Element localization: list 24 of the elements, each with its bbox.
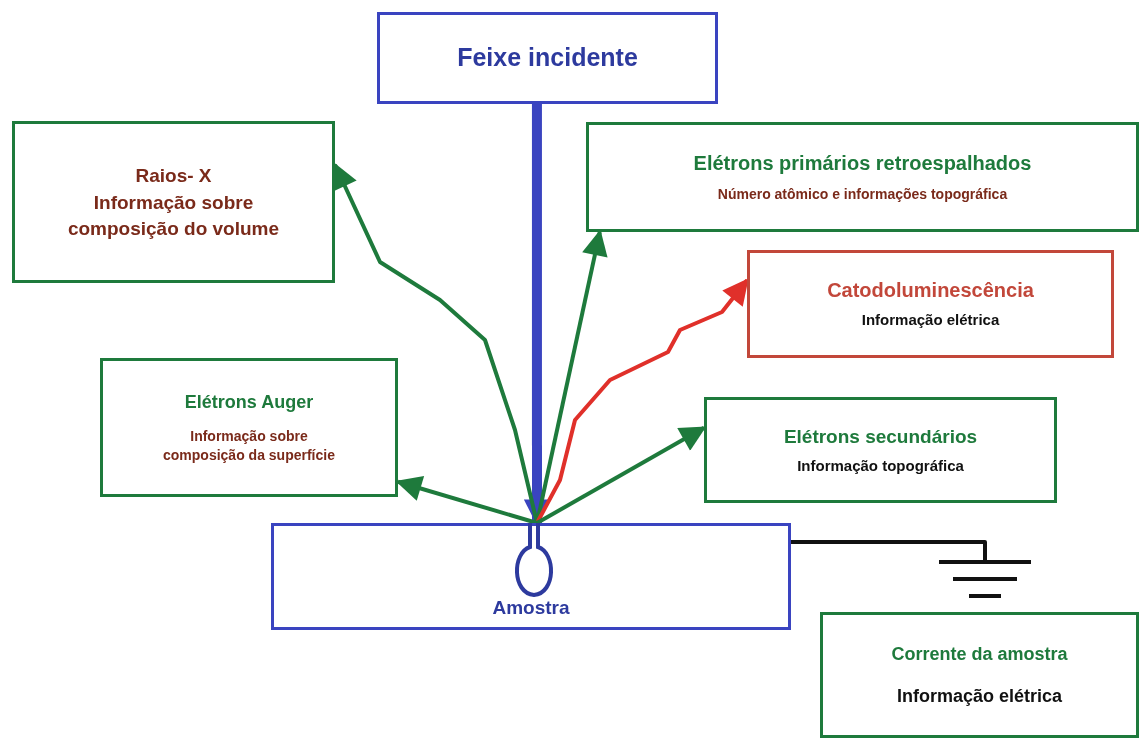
info-box [100,358,398,497]
info-box [820,612,1139,738]
box-title: Raios- X [135,163,212,188]
box-title: Amostra [492,596,570,621]
box-description: Informação sobre composição do volume [66,191,281,241]
sample-box [271,523,791,630]
box-description: Número atômico e informações topográfica [717,185,1008,204]
box-title: Corrente da amostra [891,642,1068,666]
box-title: Catodoluminescência [827,278,1034,304]
info-box [704,397,1057,503]
info-box [586,122,1139,232]
info-box [747,250,1114,358]
box-description: Informação topográfica [797,455,964,476]
box-title: Feixe incidente [457,42,638,74]
arrow [535,278,749,524]
info-box [12,121,335,283]
box-description: Informação elétrica [896,685,1063,708]
beam-source-box [377,12,718,104]
box-description: Informação sobre composição da superfície [162,426,336,465]
box-title: Elétrons secundários [783,425,978,450]
box-description: Informação elétrica [861,310,1000,331]
box-title: Elétrons primários retroespalhados [693,151,1032,177]
wire [791,540,987,558]
box-title: Elétrons Auger [184,391,314,415]
